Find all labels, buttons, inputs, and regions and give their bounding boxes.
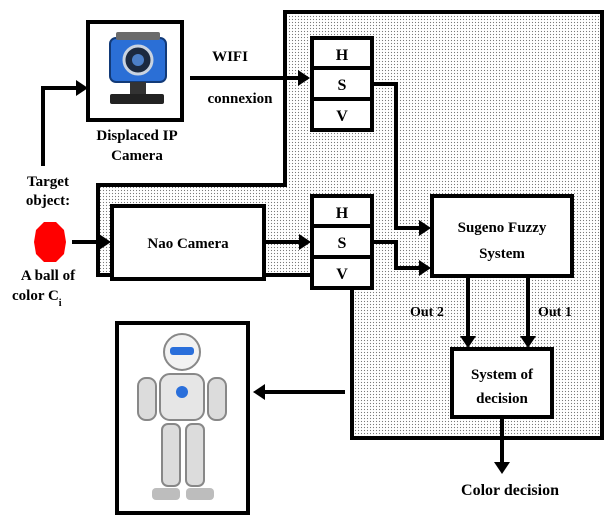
hsv-block-nao: H S V <box>310 194 374 290</box>
ip-camera-label-line2: Camera <box>111 148 163 164</box>
hsv-s-label: S <box>338 77 347 94</box>
ip-camera-icon <box>86 20 184 122</box>
decision-line1: System of <box>471 367 534 383</box>
red-ball <box>34 222 66 262</box>
connectors <box>41 70 536 474</box>
target-title-line2: object: <box>26 193 70 209</box>
decision-line2: decision <box>476 391 528 407</box>
out2-label: Out 2 <box>410 305 444 320</box>
nao-camera-label: Nao Camera <box>147 236 229 252</box>
ball-desc-line1: A ball of <box>21 268 76 284</box>
color-decision-label: Color decision <box>461 482 559 499</box>
connexion-label: connexion <box>207 91 273 107</box>
target-title-line1: Target <box>27 174 69 190</box>
nao-robot-icon <box>115 321 250 515</box>
fuzzy-system-box <box>430 194 574 278</box>
wifi-label: WIFI <box>212 49 248 65</box>
hsv-h-label: H <box>336 47 349 64</box>
hsv-s-label: S <box>338 235 347 252</box>
hsv-v-label: V <box>336 108 348 125</box>
out1-label: Out 1 <box>538 305 572 320</box>
hsv-v-label: V <box>336 266 348 283</box>
hsv-block-camera: H S V <box>310 36 374 132</box>
fuzzy-system-line1: Sugeno Fuzzy <box>458 220 547 236</box>
ball-desc-line2: color Ci <box>12 288 62 309</box>
ip-camera-label-line1: Displaced IP <box>96 128 177 144</box>
fuzzy-system-line2: System <box>479 246 525 262</box>
hsv-h-label: H <box>336 205 349 222</box>
